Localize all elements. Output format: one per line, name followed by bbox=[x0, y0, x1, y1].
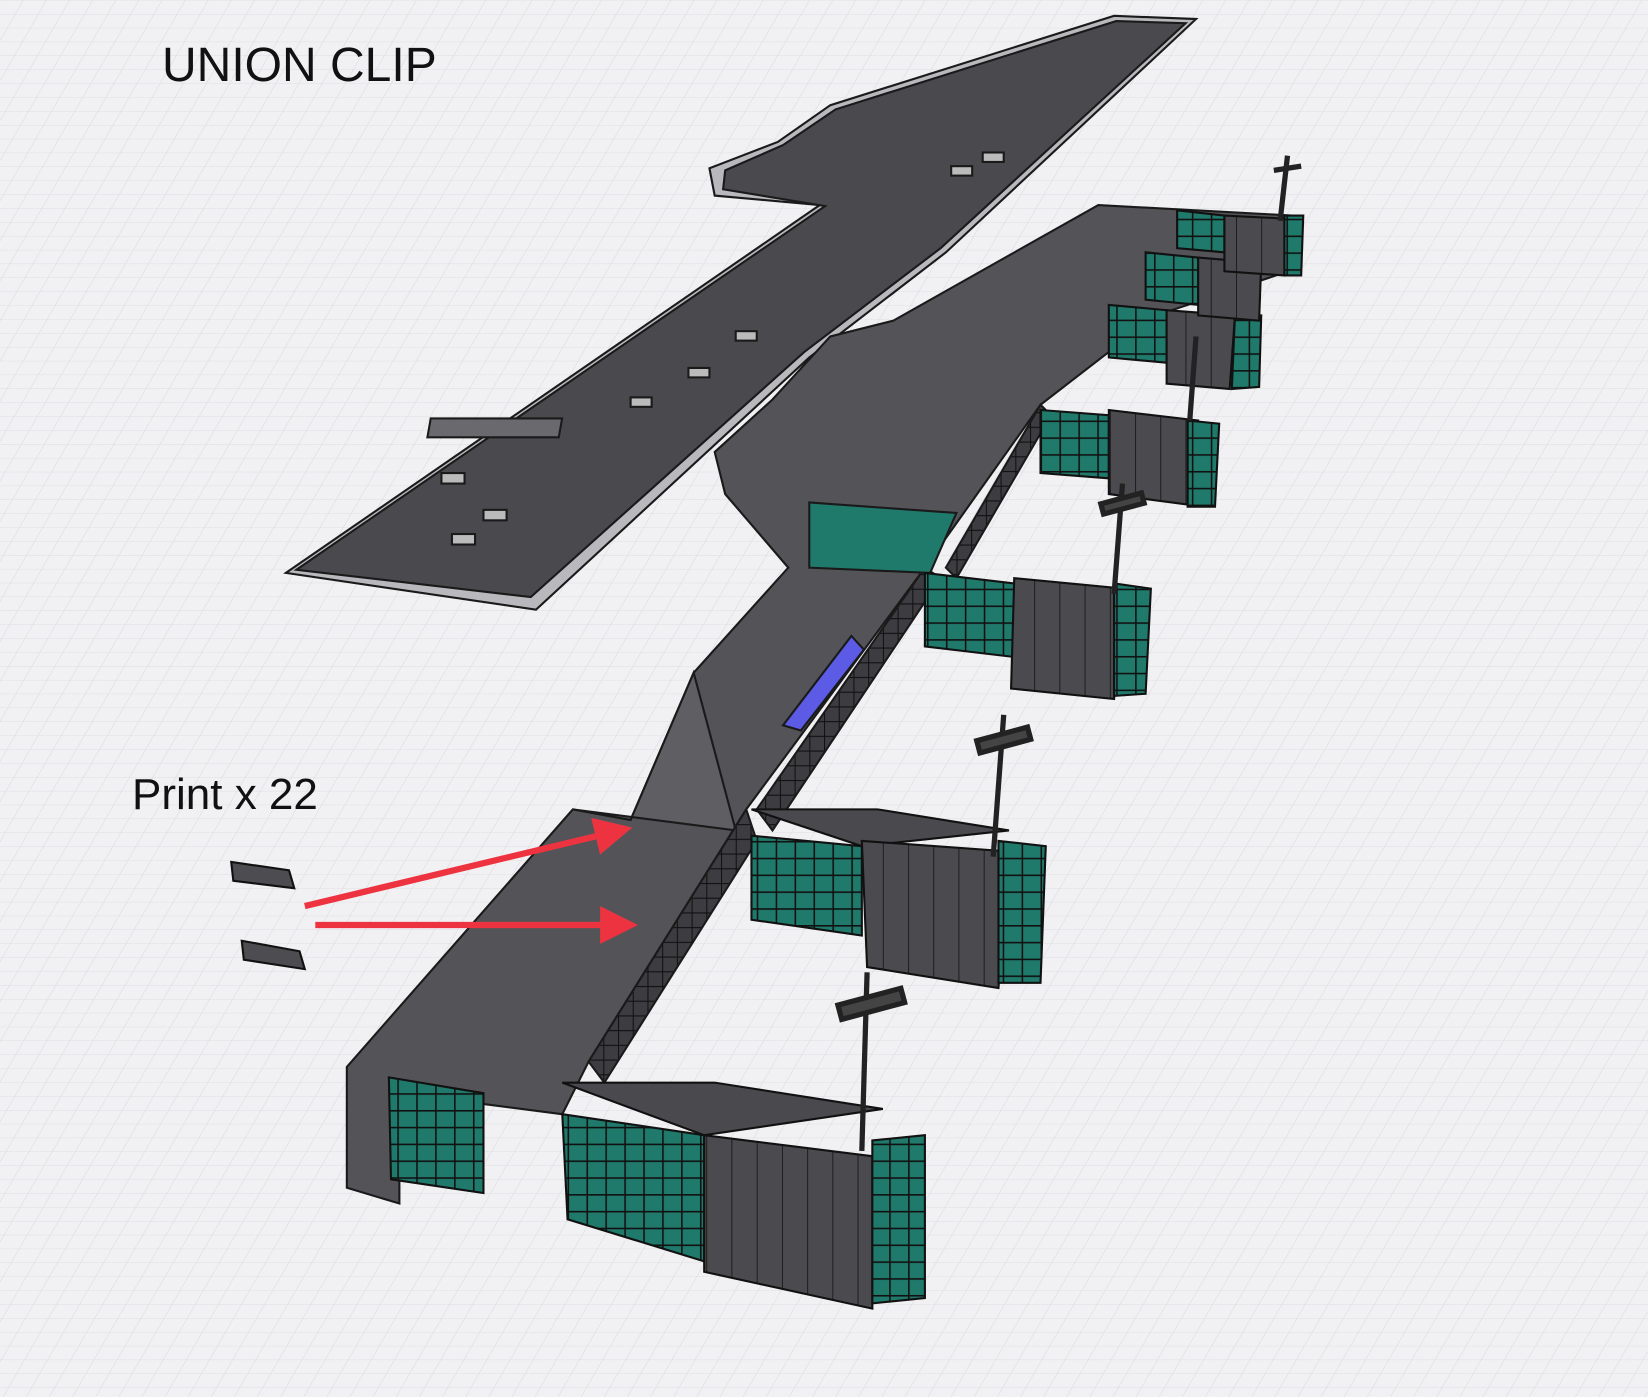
clip-part-1 bbox=[230, 860, 296, 890]
print-quantity-label: Print x 22 bbox=[132, 770, 318, 819]
antenna-masts bbox=[834, 155, 1302, 1152]
callout-arrows bbox=[304, 817, 638, 944]
teal-floor-panel bbox=[808, 501, 958, 574]
title-label: UNION CLIP bbox=[162, 39, 437, 92]
clip-parts bbox=[230, 860, 307, 971]
clip-part-2 bbox=[240, 939, 307, 971]
arrow-upper bbox=[304, 817, 633, 910]
facade-buildings bbox=[387, 209, 1305, 1310]
highlighted-part bbox=[781, 634, 866, 732]
roof-plate bbox=[283, 14, 1199, 611]
